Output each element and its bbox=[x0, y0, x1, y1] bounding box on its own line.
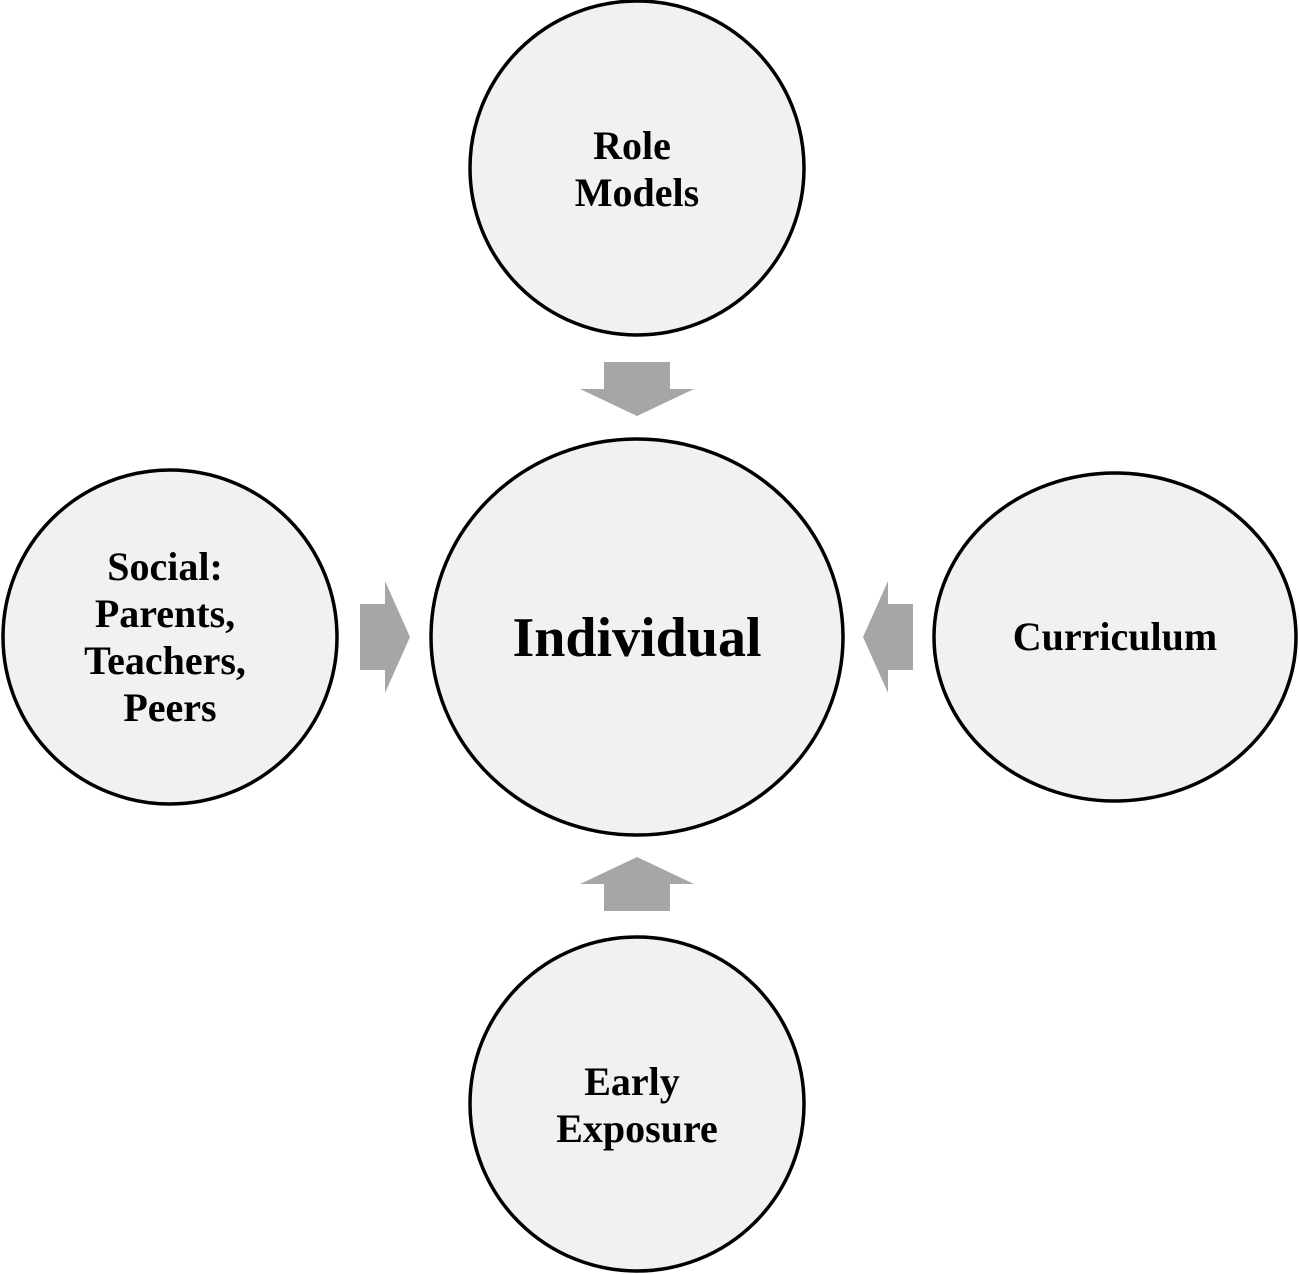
node-social-line-4: Peers bbox=[123, 685, 216, 730]
node-early-exposure-line-2: Exposure bbox=[556, 1106, 718, 1151]
node-early-exposure-label: Early Exposure bbox=[556, 1059, 718, 1151]
node-individual-label: Individual bbox=[512, 607, 761, 669]
arrow-left-to-center bbox=[360, 581, 410, 693]
node-role-models-line-1: Role bbox=[593, 123, 671, 168]
node-role-models-line-2: Models bbox=[575, 170, 699, 215]
node-social-line-2: Parents, bbox=[95, 591, 235, 636]
node-early-exposure: Early Exposure bbox=[468, 935, 806, 1273]
node-curriculum-circle bbox=[932, 471, 1298, 803]
node-role-models-circle bbox=[468, 0, 806, 337]
node-social: Social: Parents, Teachers, Peers bbox=[1, 468, 339, 806]
node-social-label: Social: Parents, Teachers, Peers bbox=[84, 544, 256, 730]
node-social-line-3: Teachers, bbox=[84, 638, 246, 683]
arrow-bottom-to-center bbox=[580, 857, 694, 911]
node-early-exposure-circle bbox=[468, 935, 806, 1273]
arrow-top-to-center bbox=[580, 362, 694, 416]
node-individual: Individual bbox=[429, 437, 845, 837]
node-role-models: Role Models bbox=[468, 0, 806, 337]
node-role-models-label: Role Models bbox=[575, 123, 699, 215]
node-individual-circle bbox=[429, 437, 845, 837]
node-early-exposure-line-1: Early bbox=[584, 1059, 680, 1104]
node-curriculum-label: Curriculum bbox=[1013, 614, 1217, 659]
node-curriculum: Curriculum bbox=[932, 471, 1298, 803]
node-social-circle bbox=[1, 468, 339, 806]
node-social-line-1: Social: bbox=[107, 544, 223, 589]
arrow-right-to-center bbox=[863, 581, 913, 693]
node-curriculum-line-1: Curriculum bbox=[1013, 614, 1217, 659]
